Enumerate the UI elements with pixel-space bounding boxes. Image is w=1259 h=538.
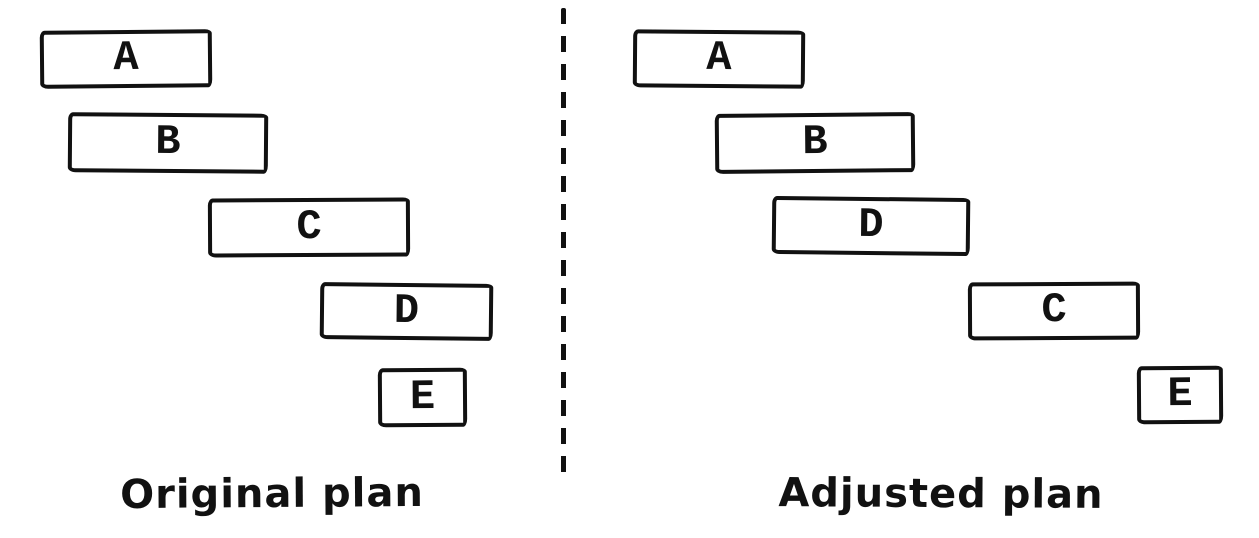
- task-label-c: C: [1041, 285, 1067, 335]
- task-label-a: A: [113, 33, 139, 83]
- dashed-divider-line: [561, 8, 566, 482]
- caption-adjusted-plan: Adjusted plan: [778, 470, 1104, 518]
- task-label-b: B: [155, 117, 181, 167]
- task-box-b-original: B: [67, 112, 269, 174]
- task-box-d-adjusted: D: [771, 195, 971, 257]
- task-box-b-adjusted: B: [714, 112, 916, 174]
- task-box-a-original: A: [39, 29, 213, 89]
- task-label-e: E: [409, 372, 436, 421]
- caption-original-plan: Original plan: [119, 469, 425, 519]
- task-label-c: C: [296, 202, 322, 251]
- task-box-d-original: D: [319, 282, 494, 341]
- task-box-e-adjusted: E: [1136, 365, 1224, 425]
- task-label-e: E: [1167, 369, 1193, 419]
- task-box-c-adjusted: C: [967, 281, 1141, 341]
- task-label-b: B: [802, 117, 828, 167]
- task-label-d: D: [858, 200, 884, 250]
- task-label-d: D: [393, 286, 420, 335]
- task-box-c-original: C: [207, 197, 411, 258]
- task-box-e-original: E: [377, 367, 468, 428]
- task-label-a: A: [706, 33, 732, 83]
- task-box-a-adjusted: A: [632, 29, 806, 89]
